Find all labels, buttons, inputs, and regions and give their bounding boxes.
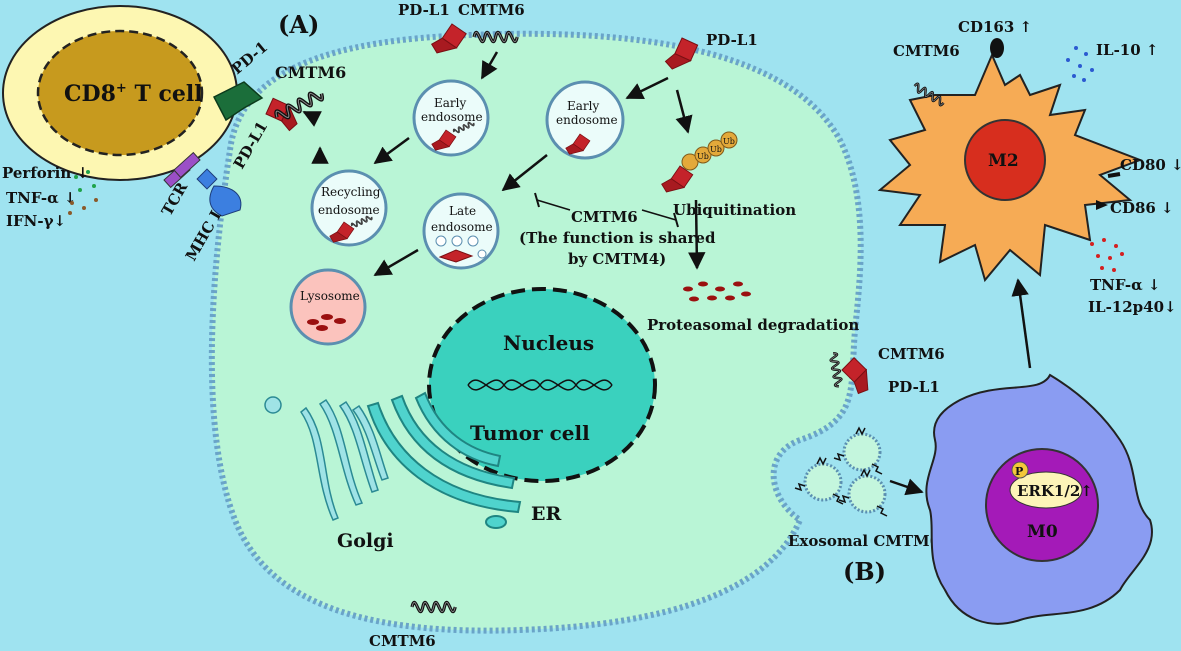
mhc-body-icon xyxy=(209,185,242,217)
membrane-pdl1-label: PD-L1 xyxy=(888,378,940,396)
ee1-line1: Early xyxy=(434,96,466,110)
m2-cmtm6-label: CMTM6 xyxy=(893,42,960,60)
cmtm6-note-line2: (The function is shared xyxy=(519,229,716,247)
top-pdl1-label: PD-L1 xyxy=(398,1,450,19)
exosome-icon-3 xyxy=(837,468,889,518)
cmtm6-note-line3: by CMTM4) xyxy=(568,250,666,268)
bottom-cmtm6-label: CMTM6 xyxy=(369,632,436,650)
golgi-apparatus xyxy=(264,396,389,521)
pathway-arrows xyxy=(302,51,706,277)
m2-tnf-label: TNF-α ↓ xyxy=(1090,276,1160,294)
ee2-line1: Early xyxy=(567,99,599,113)
cd163-label: CD163 ↑ xyxy=(958,18,1032,36)
er-label: ER xyxy=(531,503,561,525)
ub-label-3: Ub xyxy=(723,137,735,146)
cd80-label: CD80 ↓ xyxy=(1120,156,1181,174)
m2-label: M2 xyxy=(988,151,1019,171)
endoplasmic-reticulum xyxy=(366,391,522,529)
pd1-receptor-icon xyxy=(212,81,264,122)
exosomal-label: Exosomal CMTM6 xyxy=(788,532,940,550)
ifn-label: IFN-γ↓ xyxy=(6,212,66,230)
erk-label: ERK1/2↑ xyxy=(1017,482,1093,500)
early-endosome-2: Early endosome xyxy=(545,80,625,160)
late-endosome: Late endosome xyxy=(422,192,500,270)
membrane-cmtm6-label: CMTM6 xyxy=(878,345,945,363)
recycling-endosome: Recycling endosome xyxy=(310,169,388,247)
mhc-icon xyxy=(196,168,218,190)
exosome-arrow xyxy=(889,478,924,496)
lysosome-label: Lysosome xyxy=(300,289,360,303)
phospho-icon xyxy=(1011,461,1029,479)
re-line2: endosome xyxy=(318,203,380,217)
lysosome: Lysosome xyxy=(289,268,367,346)
ubiquitination-label: Ubiquitination xyxy=(673,201,796,219)
tcr-label: TCR xyxy=(158,179,192,219)
right-pdl1-label: PD-L1 xyxy=(706,31,758,49)
t-cmtm6-label: CMTM6 xyxy=(275,63,346,82)
re-line1: Recycling xyxy=(321,185,381,199)
nucleus-label: Nucleus xyxy=(503,331,594,355)
proteasomal-label: Proteasomal degradation xyxy=(647,316,859,334)
dna-icon-strand xyxy=(467,379,613,391)
exosome-icon-1 xyxy=(832,426,884,476)
m2-nucleus xyxy=(964,119,1046,201)
inhibit-bar-right xyxy=(673,212,679,228)
cd163-marker-icon xyxy=(990,38,1004,58)
tcr-icon-2 xyxy=(173,151,201,179)
exosome-icon-2 xyxy=(793,456,845,506)
inhibit-line-left xyxy=(536,199,571,211)
perforin-label: Perforin ↓ xyxy=(2,164,89,182)
pd1-label: PD-1 xyxy=(228,38,271,78)
le-line1: Late xyxy=(449,204,476,218)
il10-dots xyxy=(1066,46,1094,82)
ub-label-1: Ub xyxy=(697,152,709,161)
polarization-arrow xyxy=(1011,278,1032,369)
ee2-line2: endosome xyxy=(556,113,618,127)
inhibit-line-right xyxy=(641,209,677,221)
m0-label: M0 xyxy=(1027,522,1058,542)
cd86-label: CD86 ↓ xyxy=(1110,199,1174,217)
t-tnf-label: TNF-α ↓ xyxy=(6,189,76,207)
inhibit-bar-left xyxy=(534,192,540,208)
cmtm6-note-line1: CMTM6 xyxy=(571,208,638,226)
golgi-label: Golgi xyxy=(337,530,394,552)
phospho-label: P xyxy=(1015,465,1023,478)
top-cmtm6-label: CMTM6 xyxy=(458,1,525,19)
ub-label-2: Ub xyxy=(710,145,722,154)
il10-label: IL-10 ↑ xyxy=(1096,41,1158,59)
cd86-marker-icon xyxy=(1096,200,1108,210)
il12-label: IL-12p40↓ xyxy=(1088,298,1177,316)
tumor-cell-label: Tumor cell xyxy=(470,421,590,445)
ee1-line2: endosome xyxy=(421,110,483,124)
cd80-marker-icon xyxy=(1107,172,1121,178)
le-line2: endosome xyxy=(431,220,493,234)
t-cell-cytokine-dots xyxy=(68,170,98,215)
t-cell-title: CD8+ T cell xyxy=(64,81,203,107)
panel-label-a: (A) xyxy=(278,10,319,39)
early-endosome-1: Early endosome xyxy=(412,79,490,157)
ubiquitin-chain: Ub Ub Ub xyxy=(657,131,738,195)
panel-label-b: (B) xyxy=(843,557,886,586)
m2-cytokine-dots xyxy=(1090,238,1124,272)
proteasome-fragments xyxy=(683,281,751,302)
tumor-nucleus xyxy=(427,287,657,483)
erk-oval xyxy=(1009,471,1083,509)
cd8-t-cell: CD8+ T cell xyxy=(2,5,238,181)
